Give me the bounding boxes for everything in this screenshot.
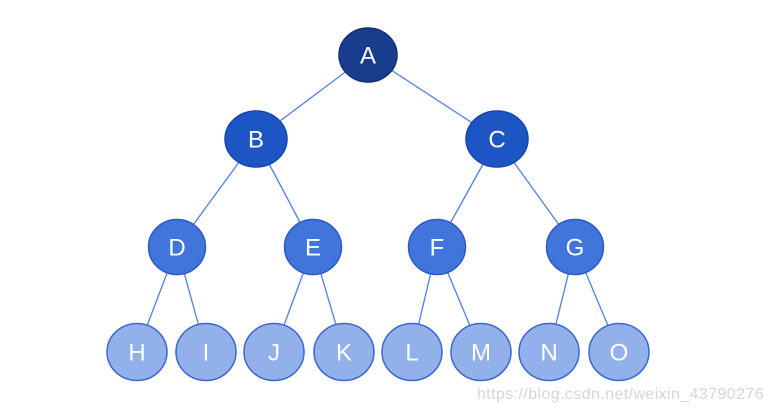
tree-node-circle-I [175, 322, 237, 382]
tree-node-label-L: L [405, 340, 418, 367]
tree-node-label-J: J [268, 340, 280, 367]
tree-node-circle-O [588, 322, 650, 382]
tree-node-circle-E [283, 218, 343, 276]
tree-node-circle-H [106, 322, 168, 382]
tree-node-circle-L [381, 322, 443, 382]
tree-node-label-B: B [248, 127, 264, 154]
tree-node-label-K: K [336, 340, 352, 367]
tree-node-J: J [243, 322, 305, 382]
tree-node-label-H: H [128, 340, 145, 367]
tree-node-H: H [106, 322, 168, 382]
tree-node-N: N [518, 322, 580, 382]
tree-node-circle-C [465, 110, 529, 168]
tree-node-label-M: M [471, 340, 491, 367]
tree-node-L: L [381, 322, 443, 382]
tree-node-circle-F [407, 218, 467, 276]
tree-node-D: D [147, 218, 207, 276]
tree-node-circle-A [338, 27, 398, 83]
tree-node-O: O [588, 322, 650, 382]
tree-node-circle-N [518, 322, 580, 382]
tree-node-label-A: A [360, 43, 376, 70]
tree-node-label-O: O [610, 340, 629, 367]
tree-node-K: K [313, 322, 375, 382]
tree-node-E: E [283, 218, 343, 276]
tree-node-circle-J [243, 322, 305, 382]
tree-node-M: M [450, 322, 512, 382]
tree-node-label-I: I [203, 340, 210, 367]
tree-node-label-N: N [540, 340, 557, 367]
tree-node-B: B [224, 110, 288, 168]
tree-node-circle-D [147, 218, 207, 276]
tree-node-label-C: C [488, 127, 505, 154]
tree-node-label-G: G [566, 235, 585, 262]
tree-node-label-D: D [168, 235, 185, 262]
tree-node-I: I [175, 322, 237, 382]
tree-node-circle-K [313, 322, 375, 382]
tree-node-label-F: F [430, 235, 445, 262]
tree-node-C: C [465, 110, 529, 168]
tree-node-A: A [338, 27, 398, 83]
tree-node-G: G [545, 218, 605, 276]
tree-node-circle-M [450, 322, 512, 382]
tree-node-circle-G [545, 218, 605, 276]
tree-node-label-E: E [305, 235, 321, 262]
tree-node-circle-B [224, 110, 288, 168]
tree-node-F: F [407, 218, 467, 276]
